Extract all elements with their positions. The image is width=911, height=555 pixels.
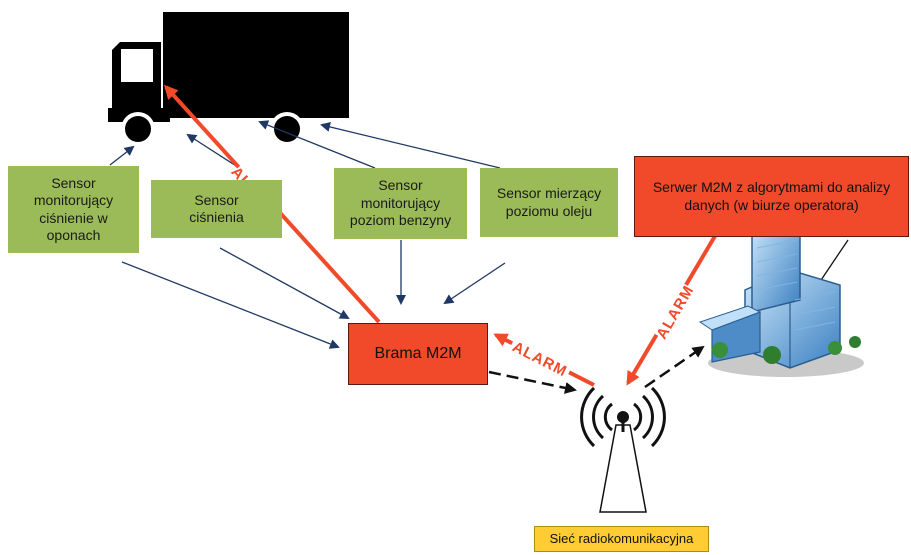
truck-icon bbox=[108, 12, 349, 146]
m2m-gateway-label: Brama M2M bbox=[374, 345, 462, 362]
sensor-pressure-label: Sensor ciśnienia bbox=[189, 191, 244, 226]
sensor-fuel-level: Sensor monitorujący poziom benzyny bbox=[334, 168, 467, 239]
alarm-server-to-tower: ALARM bbox=[626, 234, 717, 386]
m2m-server-label: Serwer M2M z algorytmami do analizy dany… bbox=[652, 179, 891, 213]
dashed-data-arrows bbox=[488, 345, 705, 394]
m2m-gateway: Brama M2M bbox=[348, 323, 488, 385]
sensor-oil-level: Sensor mierzący poziomu oleju bbox=[480, 168, 618, 237]
sensor-tire-pressure-label: Sensor monitorujący ciśnienie w oponach bbox=[33, 174, 114, 244]
sensor-oil-level-label: Sensor mierzący poziomu oleju bbox=[496, 185, 602, 219]
sensor-fuel-level-label: Sensor monitorujący poziom benzyny bbox=[349, 177, 452, 229]
sensor-to-gateway-arrows bbox=[121, 240, 506, 349]
radio-tower-icon bbox=[580, 386, 666, 513]
office-building-icon bbox=[698, 216, 864, 377]
m2m-server: Serwer M2M z algorytmami do analizy dany… bbox=[634, 156, 909, 237]
sensor-tire-pressure: Sensor monitorujący ciśnienie w oponach bbox=[8, 166, 139, 253]
radio-network-label-text: Sieć radiokomunikacyjna bbox=[549, 530, 694, 546]
sensor-pressure: Sensor ciśnienia bbox=[151, 180, 282, 238]
radio-network-label: Sieć radiokomunikacyjna bbox=[534, 526, 709, 552]
